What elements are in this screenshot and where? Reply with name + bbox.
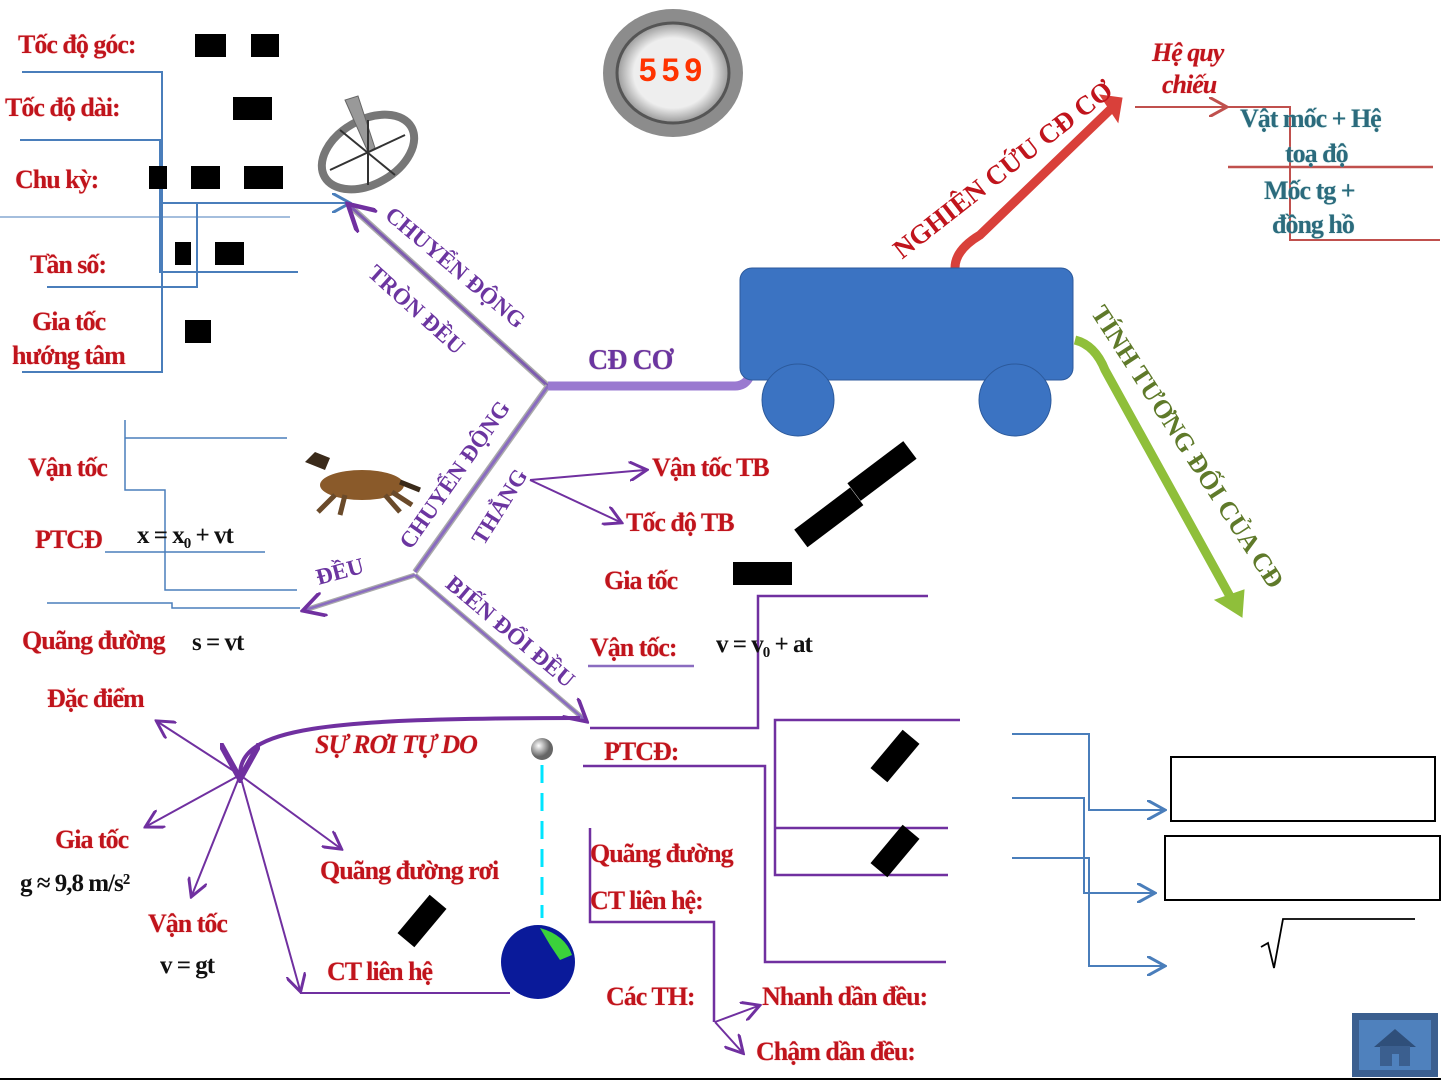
toc-do-tb-label: Tốc độ TB [626,508,735,537]
van-toc-label: Vận tốc [28,453,108,482]
he-quy-chieu-title: Hệ quy [1152,38,1224,67]
gia-toc-huong-tam-label: Gia tốc [32,307,106,336]
toc-do-dai-label: Tốc độ dài: [5,93,121,122]
central-label: CĐ CƠ [588,345,673,376]
nhanh-dan-deu-label: Nhanh dần đều: [762,982,928,1011]
ptcd-bdd-label: PTCĐ: [604,737,679,766]
cham-dan-deu-label: Chậm dần đều: [756,1037,916,1066]
bien-doi-deu-lines [583,594,960,1022]
redaction-block [175,242,191,265]
home-icon [1359,1020,1431,1070]
van-toc-bdd-label: Vận tốc: [590,633,678,662]
redaction-block [215,242,244,265]
van-toc-bdd-formula: v = v₀ + at [716,631,813,658]
counter-badge: 559 [602,8,744,138]
toc-do-goc-label: Tốc độ góc: [18,30,137,59]
dong-ho-label: đồng hồ [1272,210,1355,239]
he-quy-chieu-lines [1135,107,1440,241]
dac-diem-label: Đặc điểm [47,684,145,713]
thang-deu-lines [47,420,300,609]
redaction-block [733,562,792,585]
ct-lien-he-rtd-label: CT liên hệ [327,957,433,986]
ptcd-label: PTCĐ [35,525,103,554]
gia-toc-bdd-label: Gia tốc [604,566,678,595]
van-toc-rtd-formula: v = gt [160,952,215,979]
quang-duong-bdd-label: Quãng đường [590,839,734,868]
counter-value: 559 [638,52,708,88]
ct-lien-he-bdd-label: CT liên hệ: [590,886,704,915]
redaction-blocks [397,441,920,948]
van-toc-rtd-label: Vận tốc [148,909,228,938]
toa-do-label: toạ độ [1285,139,1349,168]
main-branches [240,94,1245,775]
redaction-block [244,166,283,189]
home-button[interactable] [1352,1013,1438,1077]
quang-duong-roi-label: Quãng đường rơi [320,856,499,885]
tron-deu-lines [0,71,348,373]
formula-box-1 [1170,756,1436,822]
purple-arrows [147,470,758,1052]
redaction-block [195,34,226,57]
redaction-block [233,97,272,120]
ball-image [531,738,553,760]
earth-image [501,925,575,999]
vat-moc-label: Vật mốc + Hệ [1240,104,1382,133]
formula-box-2 [1164,835,1441,901]
cac-th-label: Các TH: [606,982,696,1011]
quang-duong-formula: s = vt [192,629,244,656]
right-connectors [1012,733,1163,966]
moc-tg-label: Mốc tg + [1264,176,1356,205]
quang-duong-label: Quãng đường [22,626,166,655]
car-image [739,267,1074,437]
huong-tam-label: hướng tâm [12,341,126,370]
su-roi-tu-do-label: SỰ RƠI TỰ DO [315,730,478,759]
square-root-symbol [1260,918,1415,969]
redaction-block [191,166,220,189]
he-quy-chieu-title-2: chiếu [1162,70,1217,99]
redaction-block [185,320,211,343]
gia-toc-rtd-formula: g ≈ 9,8 m/s² [20,870,130,897]
wheel-image [317,95,419,194]
gia-toc-rtd-label: Gia tốc [55,825,129,854]
redaction-block [149,166,167,189]
redaction-block [251,34,279,57]
van-toc-tb-label: Vận tốc TB [652,453,770,482]
dog-image [305,452,421,516]
chu-ky-label: Chu kỳ: [15,165,99,194]
tan-so-label: Tần số: [30,250,107,279]
bottom-border [0,1078,1441,1080]
ptcd-formula: x = x₀ + vt [137,522,234,549]
